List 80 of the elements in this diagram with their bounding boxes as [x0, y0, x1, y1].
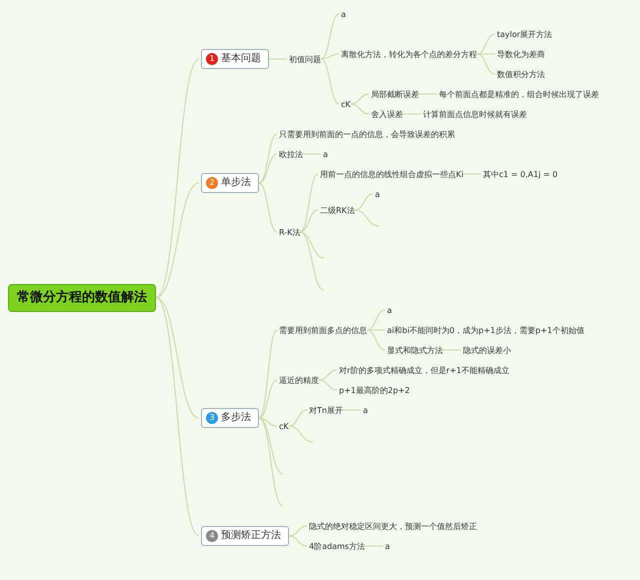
- branch-line: [300, 232, 324, 290]
- topic-text: 导数化为差商: [497, 48, 545, 60]
- branch-line: [320, 14, 340, 60]
- branch-line: [288, 526, 308, 536]
- branch-line: [258, 380, 278, 418]
- branch-line: [156, 297, 200, 418]
- number-badge: 1: [206, 53, 218, 65]
- branch-line: [366, 330, 386, 350]
- topic-text: 对Tn展开: [309, 404, 343, 416]
- topic-text: a: [375, 188, 380, 200]
- branch-line: [318, 370, 338, 380]
- central-topic-box: 常微分方程的数值解法: [8, 284, 156, 312]
- number-badge: 4: [206, 530, 218, 542]
- branch-line: [258, 418, 284, 506]
- topic-text: 显式和隐式方法: [387, 344, 443, 356]
- branch-line: [258, 134, 278, 184]
- branch-line: [258, 418, 278, 426]
- topic-text: 欧拉法: [279, 148, 303, 160]
- branch-line: [268, 58, 288, 60]
- branch-line: [350, 104, 370, 114]
- topic-text: 每个前面点都是精准的，组合时候出现了误差: [439, 88, 599, 100]
- branch-line: [156, 182, 200, 298]
- topic-text: 基本问题: [221, 52, 261, 66]
- branch-line: [258, 154, 278, 184]
- topic-text: 隐式的误差小: [463, 344, 511, 356]
- topic-text: 4阶adams方法: [309, 540, 365, 552]
- topic-text: 多步法: [221, 411, 251, 425]
- topic-text: 隐式的绝对稳定区间更大，预测一个值然后矫正: [309, 520, 477, 532]
- branch-line: [476, 54, 496, 74]
- branch-line: [476, 34, 496, 54]
- branch-topic-box: [201, 173, 259, 193]
- topic-text: 逼近的精度: [279, 374, 319, 386]
- number-badge: 2: [206, 177, 218, 189]
- branch-line: [350, 94, 370, 104]
- topic-text: 对r阶的多项式精确成立，但是r+1不能精确成立: [339, 364, 510, 376]
- branch-line: [354, 194, 374, 210]
- topic-text: 单步法: [221, 176, 251, 190]
- topic-text: 只需要用到前面的一点的信息，会导致误差的积累: [279, 128, 455, 140]
- topic-text: ai和bi不能同时为0，成为p+1步法，需要p+1个初始值: [387, 324, 584, 336]
- topic-text: taylor展开方法: [497, 28, 552, 40]
- branch-line: [366, 310, 386, 330]
- topic-text: a: [385, 540, 390, 552]
- branch-line: [288, 536, 308, 546]
- branch-line: [300, 232, 324, 258]
- topic-text: 初值问题: [289, 54, 321, 64]
- branch-line: [258, 182, 278, 232]
- topic-text: 计算前面点信息时候就有误差: [423, 108, 527, 120]
- branch-line: [320, 58, 340, 104]
- topic-text: 局部截断误差: [371, 88, 419, 100]
- branch-topic-box: [201, 408, 259, 428]
- branch-line: [258, 330, 278, 418]
- topic-text: 二级RK法: [320, 204, 355, 216]
- branch-line: [288, 410, 308, 426]
- topic-text: a: [341, 8, 346, 20]
- branch-line: [156, 297, 200, 536]
- topic-text: cK: [341, 98, 351, 110]
- topic-text: cK: [279, 420, 289, 432]
- branch-topic-box: [201, 49, 269, 69]
- topic-text: 离散化方法，转化为各个点的差分方程: [341, 48, 477, 60]
- branch-line: [300, 174, 318, 232]
- topic-text: 需要用到前面多点的信息: [279, 324, 367, 336]
- topic-text: a: [363, 404, 368, 416]
- topic-text: R-K法: [279, 226, 300, 238]
- branch-line: [258, 418, 284, 474]
- topic-text: a: [323, 148, 328, 160]
- topic-text: 舍入误差: [371, 108, 403, 120]
- topic-text: 其中c1 = 0,A1j = 0: [483, 168, 558, 180]
- topic-text: 用前一点的信息的线性组合虚拟一些点Ki: [320, 168, 464, 180]
- branch-line: [320, 54, 340, 60]
- branch-line: [288, 426, 314, 442]
- topic-text: p+1最高阶的2p+2: [339, 384, 410, 396]
- topic-text: a: [387, 304, 392, 316]
- topic-text: 预测矫正方法: [221, 529, 281, 543]
- topic-text: 数值积分方法: [497, 68, 545, 80]
- branch-topic-box: [201, 526, 289, 546]
- number-badge: 3: [206, 412, 218, 424]
- branch-line: [318, 380, 338, 390]
- branch-line: [300, 210, 318, 232]
- branch-line: [354, 210, 380, 226]
- branch-line: [156, 58, 200, 298]
